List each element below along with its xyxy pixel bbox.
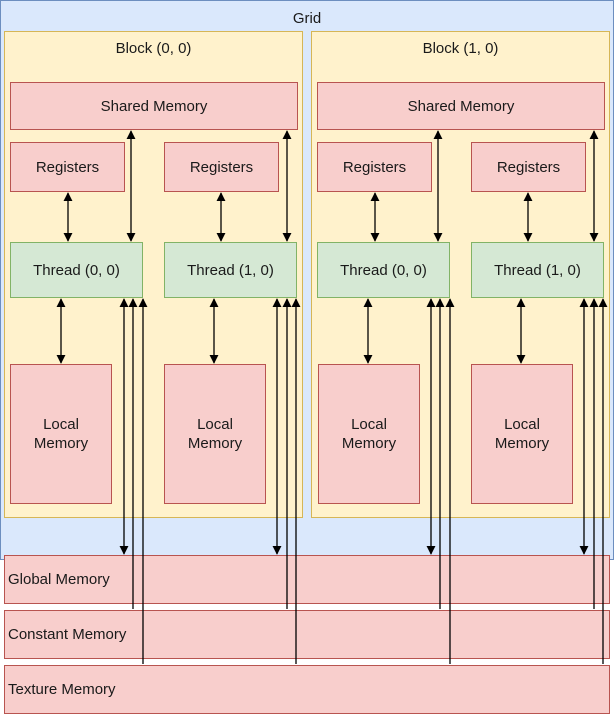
- local-memory: Local Memory: [471, 364, 573, 504]
- thread: Thread (1, 0): [471, 242, 604, 298]
- local-memory: Local Memory: [10, 364, 112, 504]
- shared-memory: Shared Memory: [317, 82, 605, 130]
- registers: Registers: [471, 142, 586, 192]
- thread: Thread (1, 0): [164, 242, 297, 298]
- thread: Thread (0, 0): [10, 242, 143, 298]
- local-memory: Local Memory: [318, 364, 420, 504]
- texture-memory: Texture Memory: [4, 665, 610, 714]
- registers: Registers: [317, 142, 432, 192]
- global-memory: Global Memory: [4, 555, 610, 604]
- constant-memory: Constant Memory: [4, 610, 610, 659]
- shared-memory: Shared Memory: [10, 82, 298, 130]
- registers: Registers: [164, 142, 279, 192]
- block-title: Block (0, 0): [115, 40, 192, 57]
- grid-title: Grid: [292, 10, 322, 27]
- block-title: Block (1, 0): [422, 40, 499, 57]
- local-memory: Local Memory: [164, 364, 266, 504]
- registers: Registers: [10, 142, 125, 192]
- thread: Thread (0, 0): [317, 242, 450, 298]
